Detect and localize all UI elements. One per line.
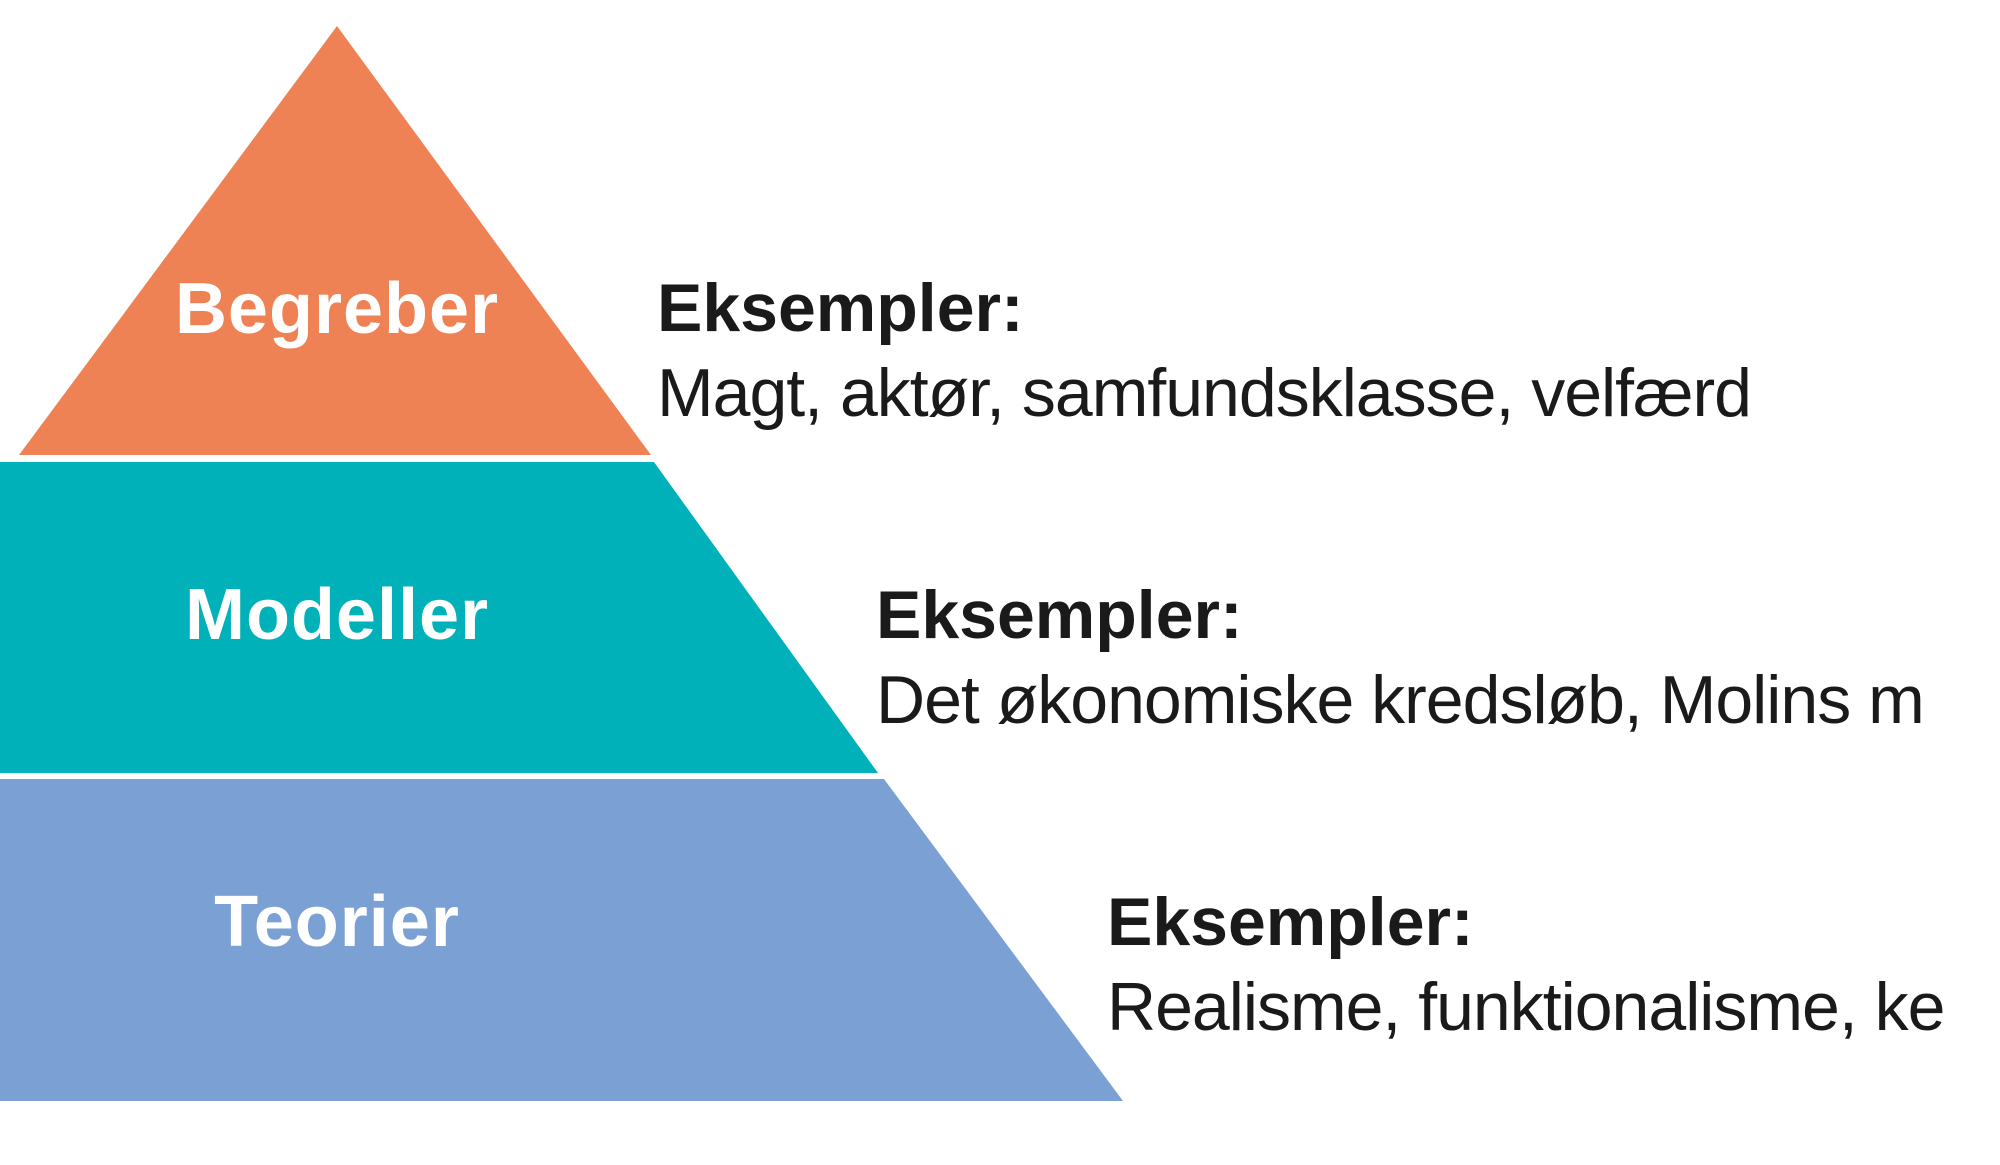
- pyramid-tier-begreber: [19, 26, 651, 455]
- examples-text: Realisme, funktionalisme, ke: [1107, 969, 1945, 1045]
- pyramid-tier-teorier: [0, 779, 1123, 1101]
- examples-modeller: Eksempler: Det økonomiske kredsløb, Moli…: [876, 574, 1925, 744]
- examples-heading: Eksempler:: [1107, 884, 1474, 960]
- examples-heading: Eksempler:: [876, 577, 1243, 653]
- tier-label-modeller: Modeller: [184, 575, 490, 655]
- pyramid-tier-modeller: [0, 462, 878, 773]
- examples-text: Magt, aktør, samfundsklasse, velfærd: [657, 355, 1752, 431]
- examples-heading: Eksempler:: [657, 270, 1024, 346]
- tier-label-begreber: Begreber: [174, 269, 500, 349]
- examples-begreber: Eksempler: Magt, aktør, samfundsklasse, …: [657, 267, 1752, 437]
- examples-teorier: Eksempler: Realisme, funktionalisme, ke: [1107, 881, 1945, 1051]
- tier-label-teorier: Teorier: [214, 882, 460, 962]
- examples-text: Det økonomiske kredsløb, Molins m: [876, 662, 1925, 738]
